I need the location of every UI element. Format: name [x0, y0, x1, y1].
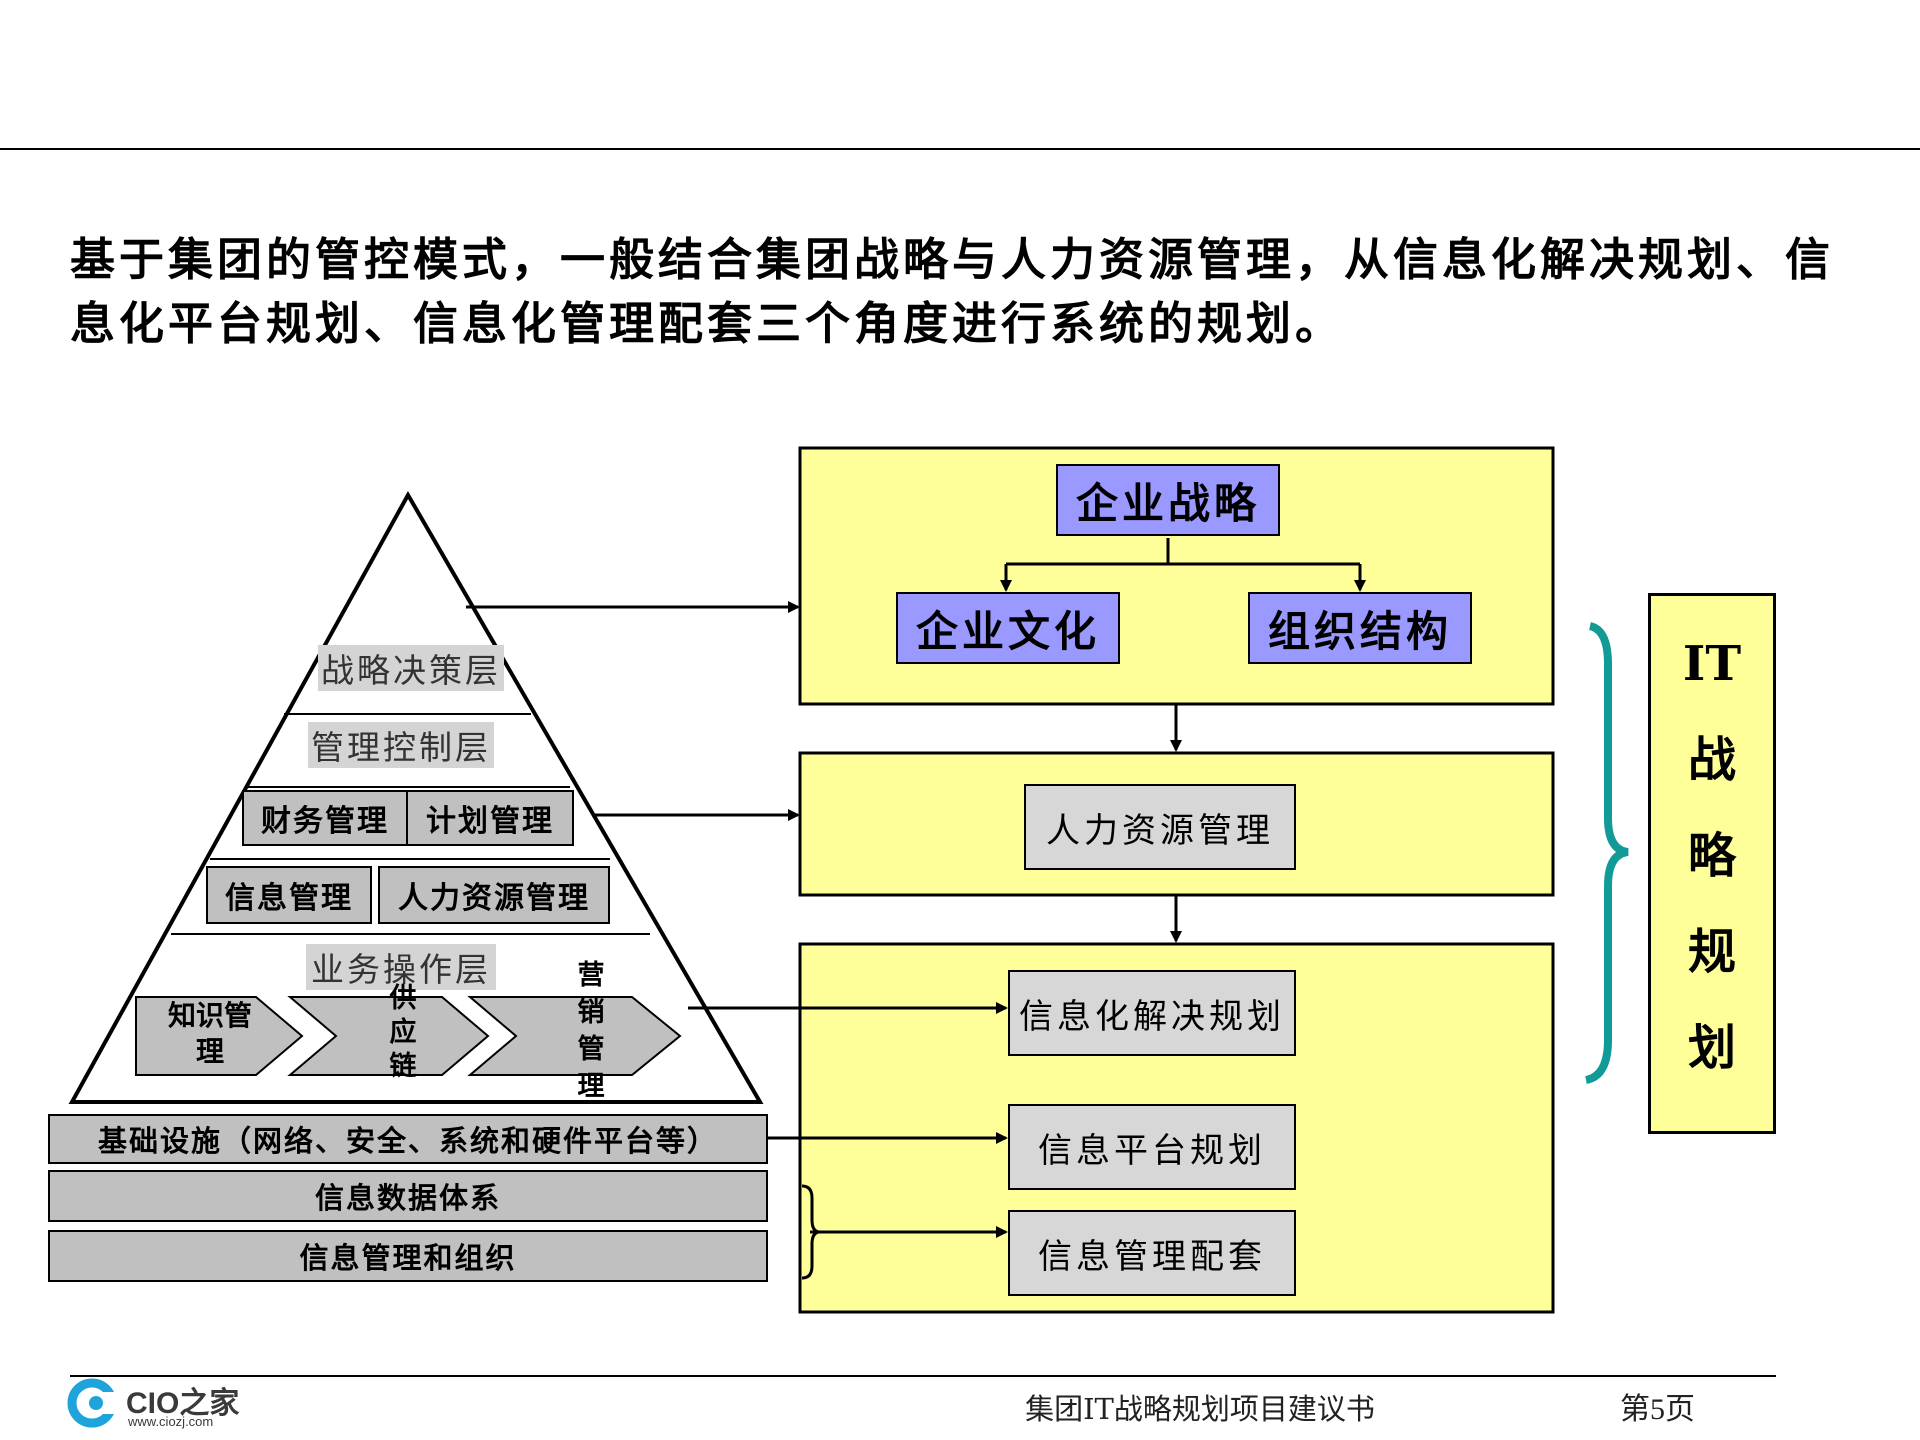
box-enterprise-culture: 企业文化 — [896, 592, 1120, 664]
box-platform-planning: 信息平台规划 — [1008, 1104, 1296, 1190]
box-enterprise-strategy: 企业战略 — [1056, 464, 1280, 536]
chevron-knowledge — [135, 996, 304, 1076]
bars-bracket — [801, 1184, 821, 1280]
box-mgmt-support: 信息管理配套 — [1008, 1210, 1296, 1296]
bar-infrastructure: 基础设施（网络、安全、系统和硬件平台等） — [48, 1114, 768, 1164]
box-plan: 计划管理 — [406, 790, 574, 846]
header-rule — [0, 148, 1920, 150]
bar-mgmt-org: 信息管理和组织 — [48, 1230, 768, 1282]
layer-strategy-label: 战略决策层 — [318, 645, 504, 691]
logo-url: www.ciozj.com — [128, 1414, 214, 1429]
page-number: 第5页 — [1620, 1393, 1695, 1426]
box-org-structure: 组织结构 — [1248, 592, 1472, 664]
chevron-knowledge-label: 知识管 理 — [167, 999, 252, 1068]
logo-text: CIO之家 — [126, 1387, 240, 1420]
page-heading: 基于集团的管控模式，一般结合集团战略与人力资源管理，从信息化解决规划、信息化平台… — [70, 233, 1835, 350]
chevron-marketing — [467, 996, 682, 1076]
box-finance: 财务管理 — [242, 790, 408, 846]
box-solution-planning: 信息化解决规划 — [1008, 970, 1296, 1056]
box-hr-management: 人力资源管理 — [378, 866, 610, 924]
chevron-supply — [287, 996, 490, 1076]
layer-ops-label: 业务操作层 — [306, 944, 496, 990]
box-hr: 人力资源管理 — [1024, 784, 1296, 870]
chevron-supply-label: 供 应 链 — [389, 983, 417, 1082]
it-strategy-box: IT 战 略 规 划 — [1648, 593, 1776, 1134]
box-info-management: 信息管理 — [206, 866, 372, 924]
footer-title: 集团IT战略规划项目建议书 — [1025, 1392, 1375, 1426]
chevron-marketing-label: 营 销 管 理 — [577, 960, 605, 1102]
bar-data-system: 信息数据体系 — [48, 1170, 768, 1222]
layer-control-label: 管理控制层 — [308, 722, 494, 768]
teal-brace — [1584, 622, 1629, 1084]
